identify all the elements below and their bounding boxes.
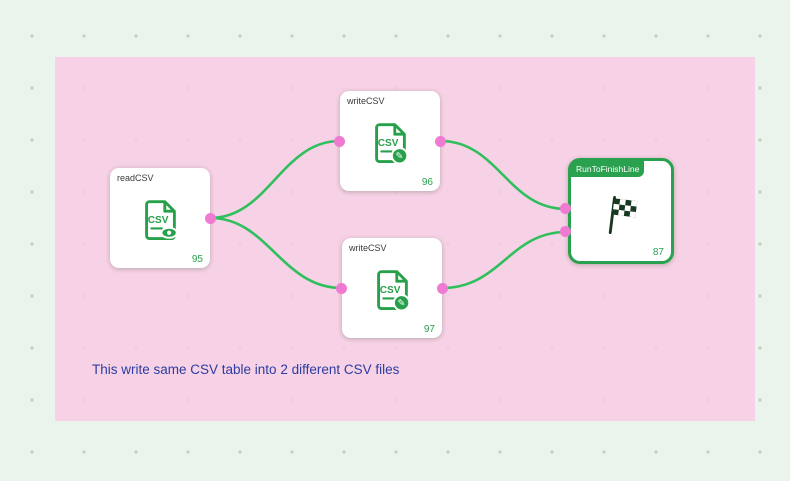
node-writecsv-1[interactable]: writeCSV CSV ✎ 96 bbox=[334, 91, 446, 191]
node-label: writeCSV bbox=[349, 243, 387, 253]
svg-text:✎: ✎ bbox=[398, 298, 406, 309]
node-label: writeCSV bbox=[347, 96, 385, 106]
edge-read-to-write1[interactable] bbox=[210, 139, 340, 220]
csv-icon-text: CSV bbox=[378, 138, 399, 149]
input-port[interactable] bbox=[560, 226, 571, 237]
eye-icon bbox=[160, 226, 178, 239]
node-label: RunToFinishLine bbox=[571, 161, 645, 177]
node-label: readCSV bbox=[117, 173, 154, 183]
csv-icon-text: CSV bbox=[380, 285, 401, 296]
edge-write1-to-finish[interactable] bbox=[440, 139, 567, 211]
output-port[interactable] bbox=[435, 135, 446, 147]
node-runtofinishline[interactable]: RunToFinishLine 87 bbox=[560, 158, 674, 264]
output-port[interactable] bbox=[205, 212, 216, 224]
node-number: 95 bbox=[191, 254, 203, 265]
edit-pencil-icon: ✎ bbox=[392, 294, 411, 312]
input-port[interactable] bbox=[336, 282, 347, 294]
node-writecsv-2[interactable]: writeCSV CSV ✎ 97 bbox=[336, 238, 448, 338]
node-number: 97 bbox=[423, 324, 435, 335]
node-number: 96 bbox=[421, 177, 433, 188]
csv-icon-text: CSV bbox=[148, 215, 169, 226]
edit-pencil-icon: ✎ bbox=[390, 147, 409, 165]
csv-read-icon: CSV bbox=[137, 197, 183, 243]
csv-write-icon: CSV ✎ bbox=[369, 267, 415, 313]
node-readcsv[interactable]: readCSV CSV 95 bbox=[110, 168, 216, 268]
edge-write2-to-finish[interactable] bbox=[442, 230, 567, 290]
output-port[interactable] bbox=[437, 282, 448, 294]
csv-write-icon: CSV ✎ bbox=[367, 120, 413, 166]
annotation-text: This write same CSV table into 2 differe… bbox=[92, 362, 400, 377]
node-number: 87 bbox=[652, 247, 664, 258]
input-port[interactable] bbox=[334, 135, 345, 147]
svg-text:✎: ✎ bbox=[396, 151, 404, 162]
input-port[interactable] bbox=[560, 203, 571, 214]
finish-flag-icon bbox=[598, 193, 644, 239]
edge-read-to-write2[interactable] bbox=[210, 216, 342, 290]
